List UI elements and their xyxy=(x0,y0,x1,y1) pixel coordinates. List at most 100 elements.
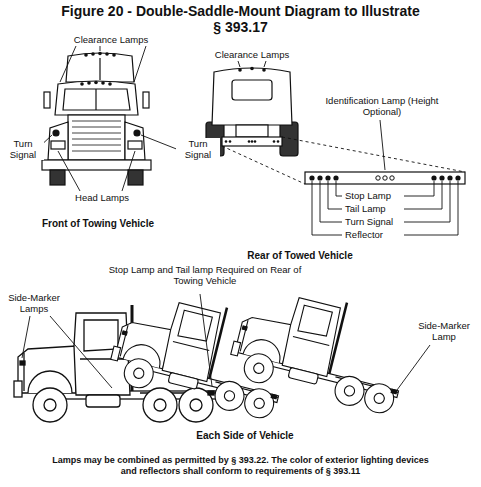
lamp-dots xyxy=(229,140,232,143)
lamp-dots xyxy=(309,175,314,180)
clearance-dots xyxy=(84,53,88,57)
bracket-lines xyxy=(328,181,342,209)
windshield xyxy=(63,89,130,110)
grille-bars xyxy=(72,139,121,140)
leader-lines xyxy=(134,46,146,82)
lamp-dots xyxy=(277,140,280,143)
lamp-dots xyxy=(439,175,444,180)
clearance-dots xyxy=(112,53,116,57)
clearance-dots xyxy=(80,82,84,86)
lamp-label: Turn Signal xyxy=(2,138,44,160)
lamp-dots xyxy=(262,68,266,72)
leader-lines xyxy=(282,137,465,172)
lamp-label: Reflector xyxy=(344,229,384,240)
lower-cab xyxy=(55,81,138,115)
clearance-dots xyxy=(105,52,109,56)
leader-lines xyxy=(238,61,240,67)
lamp-label: Stop Lamp xyxy=(344,190,392,201)
leader-lines xyxy=(122,151,135,191)
lamp-dots xyxy=(455,175,460,180)
lamp-dots xyxy=(447,175,452,180)
head-lamp xyxy=(51,141,65,149)
head-lamp xyxy=(128,141,142,149)
fender xyxy=(48,122,68,160)
clearance-dots xyxy=(84,52,116,57)
lamp-dots xyxy=(273,140,276,143)
rear-window xyxy=(232,80,272,100)
grille-bars xyxy=(72,121,121,151)
clearance-dots xyxy=(91,52,95,56)
towed-truck xyxy=(226,278,417,416)
lamp-dots xyxy=(225,67,280,143)
lamp-dots xyxy=(431,175,436,180)
bracket-lines xyxy=(312,181,342,235)
leader-lines xyxy=(264,61,266,67)
wheel xyxy=(128,170,143,185)
clearance-dots xyxy=(98,52,102,56)
clearance-dots xyxy=(87,81,91,85)
lamp-dots xyxy=(238,68,242,72)
lamp-dots xyxy=(317,175,322,180)
turn-signal xyxy=(53,130,59,136)
lamp-label: Side-Marker Lamps xyxy=(2,292,66,314)
mirror xyxy=(44,92,50,108)
front-view xyxy=(42,52,151,185)
leader-lines xyxy=(58,151,80,191)
bracket-lines xyxy=(312,181,458,235)
view-label: Each Side of Vehicle xyxy=(165,430,325,441)
lamp-dots xyxy=(225,140,228,143)
bracket-lines xyxy=(404,181,442,209)
grille-bars xyxy=(72,121,121,122)
mirror xyxy=(143,92,149,108)
fender xyxy=(125,122,145,160)
lamp-label: Clearance Lamps xyxy=(202,49,302,60)
wheel xyxy=(280,122,298,156)
light-bar xyxy=(305,172,465,235)
leader-lines xyxy=(200,294,212,386)
cab-back xyxy=(212,68,292,125)
clearance-dots xyxy=(94,81,98,85)
grille-bars xyxy=(72,127,121,128)
leader-lines xyxy=(141,135,179,150)
windshield-split xyxy=(99,58,100,80)
clearance-dots xyxy=(101,81,105,85)
lamp-label: Turn Signal xyxy=(176,138,220,160)
turn-signal xyxy=(134,130,140,136)
leader-lines xyxy=(397,345,430,390)
bracket-lines xyxy=(320,181,342,222)
lamp-dots xyxy=(383,176,387,180)
grille-bars xyxy=(72,151,121,152)
bracket-lines xyxy=(404,181,458,235)
lamp-dots xyxy=(333,175,338,180)
lamp-dots xyxy=(325,175,330,180)
bumper xyxy=(42,160,151,170)
bracket-lines xyxy=(336,181,342,196)
figure-title: Figure 20 - Double-Saddle-Mount Diagram … xyxy=(60,3,421,35)
lamp-dots xyxy=(309,175,460,180)
clearance-dots xyxy=(80,81,112,86)
windshield-split xyxy=(95,89,96,110)
lamp-dots xyxy=(248,140,251,143)
lamp-label: Tail Lamp xyxy=(344,203,387,214)
leader-lines xyxy=(60,46,76,82)
leader-lines xyxy=(222,146,305,184)
frame xyxy=(236,125,268,137)
lamp-dots xyxy=(390,176,394,180)
leader-lines xyxy=(380,120,385,170)
note-label: Stop Lamp and Tail lamp Required on Rear… xyxy=(98,264,312,286)
light-bar-small xyxy=(222,137,282,146)
lamp-label: Head Lamps xyxy=(66,192,138,203)
figure-caption: Lamps may be combined as permitted by § … xyxy=(48,455,433,477)
lamp-dots xyxy=(251,140,254,143)
leader-lines xyxy=(100,46,101,51)
grille-bars xyxy=(72,133,121,134)
clearance-dots xyxy=(108,82,112,86)
lamp-dots xyxy=(254,140,257,143)
upper-cab xyxy=(66,53,134,82)
light-bar-large xyxy=(305,172,465,184)
leader-lines xyxy=(50,316,112,388)
leader-lines xyxy=(222,61,465,184)
lamp-label: Identification Lamp (Height Optional) xyxy=(322,95,442,117)
lamp-label: Turn Signal xyxy=(344,216,394,227)
